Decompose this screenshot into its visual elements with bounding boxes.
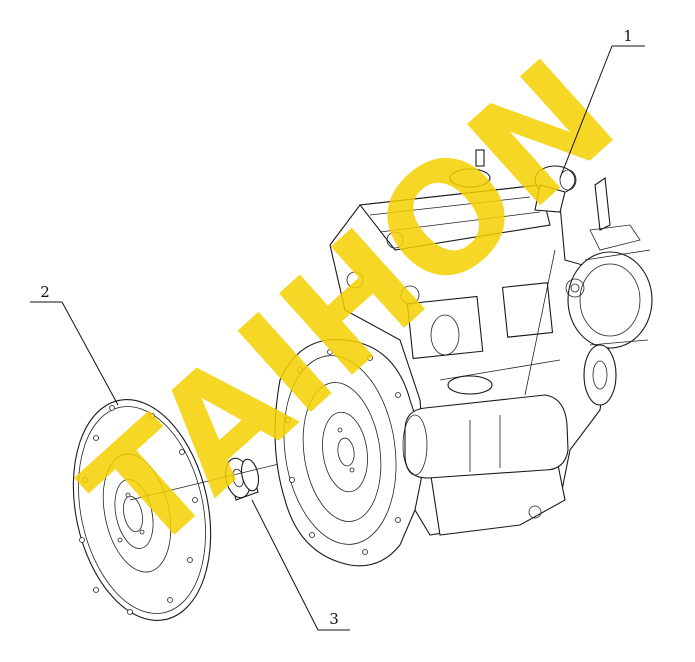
callout-1-number: 1 bbox=[623, 27, 633, 45]
alternator bbox=[565, 249, 653, 349]
flywheel-housing bbox=[274, 338, 425, 567]
flywheel-plate bbox=[72, 399, 212, 621]
outlet-elbow bbox=[534, 165, 577, 213]
flywheel-bolt-holes bbox=[79, 405, 198, 615]
pilot-bush bbox=[224, 457, 260, 501]
fan-assembly bbox=[583, 177, 641, 406]
callout-2: 2 bbox=[30, 283, 119, 406]
starter-motor bbox=[402, 375, 569, 479]
callout-1: 1 bbox=[559, 27, 645, 179]
callout-3-number: 3 bbox=[329, 610, 339, 628]
callout-2-number: 2 bbox=[40, 283, 50, 301]
callout-3: 3 bbox=[251, 499, 350, 631]
